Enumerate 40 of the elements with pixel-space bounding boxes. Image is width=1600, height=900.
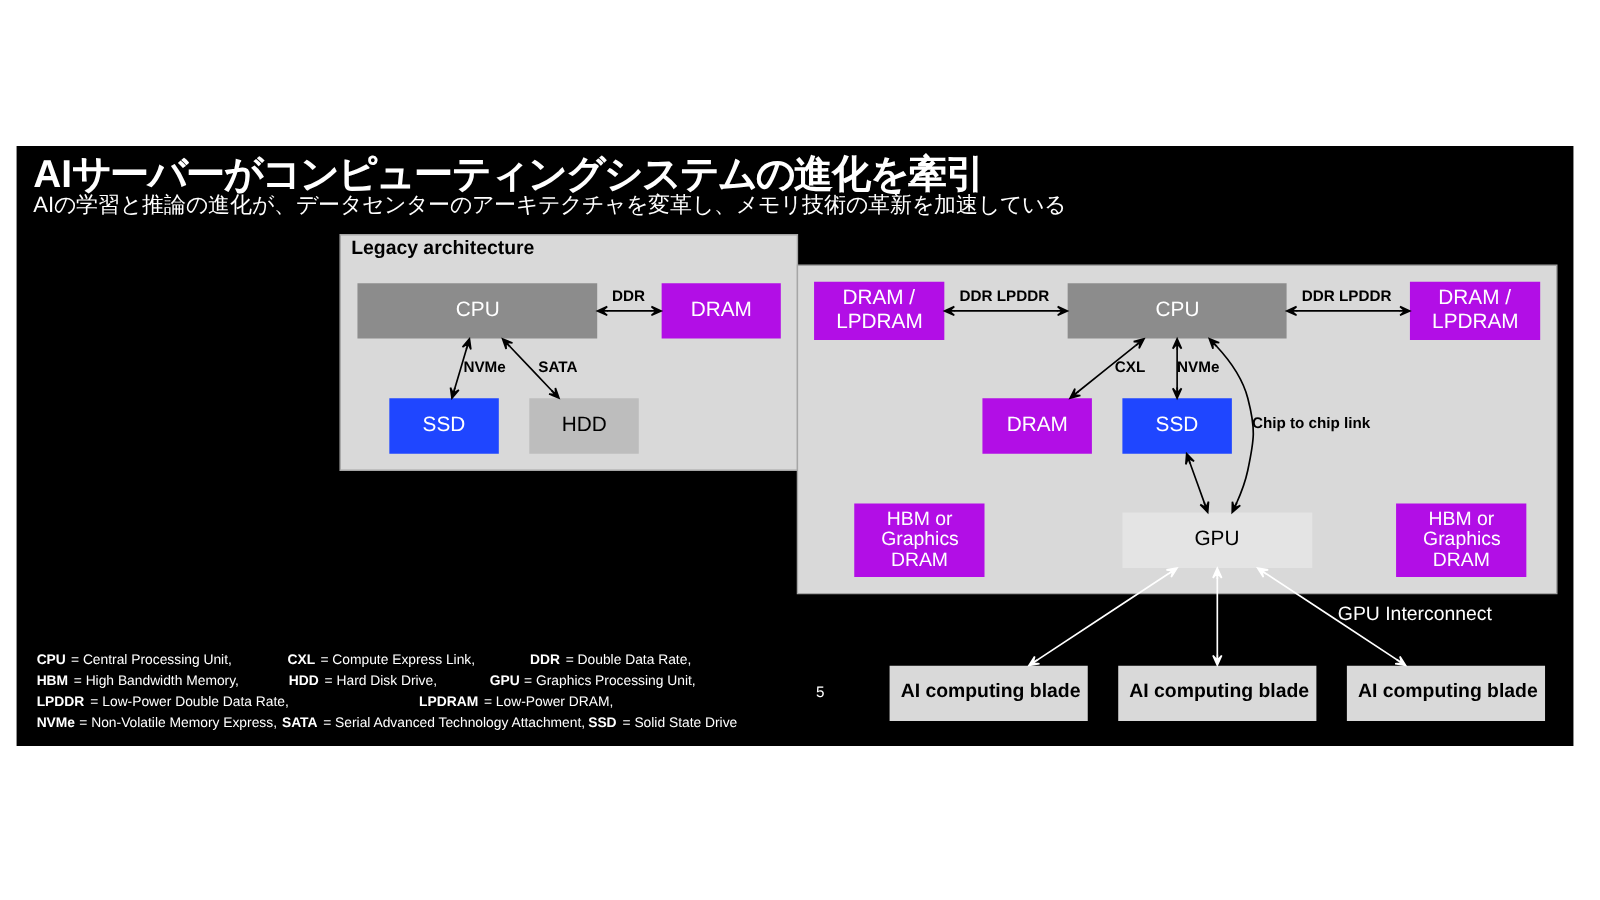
arrow bbox=[449, 337, 472, 398]
node-box: HDD bbox=[529, 397, 639, 453]
arrow bbox=[943, 304, 1069, 316]
node-box: AI computing blade bbox=[1346, 664, 1546, 721]
arrow bbox=[1256, 566, 1407, 666]
edge-label: SATA bbox=[538, 356, 578, 375]
edge-label: DDR LPDDR bbox=[959, 285, 1050, 304]
edge-label: NVMe bbox=[1177, 356, 1220, 375]
arrow bbox=[1208, 336, 1255, 513]
diagram-title: AIサーバーがコンピューティングシステムの進化を牽引 bbox=[33, 151, 984, 196]
node-box: HBM or Graphics DRAM bbox=[1396, 502, 1527, 576]
edge-label: DDR LPDDR bbox=[1301, 285, 1392, 304]
edge-label: GPU Interconnect bbox=[1337, 603, 1492, 626]
node-box: AI computing blade bbox=[1118, 664, 1317, 721]
edge-label: Chip to chip link bbox=[1251, 413, 1371, 432]
caption: AIの学習と推論の進化が、データセンターのアーキテクチャを変革し、メモリ技術の革新を加速している bbox=[33, 193, 1067, 218]
node-box: SSD bbox=[389, 397, 499, 453]
node-box: DRAM bbox=[661, 282, 781, 338]
arrow bbox=[1212, 566, 1223, 666]
node-box: DRAM bbox=[982, 397, 1092, 453]
node-box: HBM or Graphics DRAM bbox=[854, 502, 985, 576]
arrow bbox=[501, 337, 560, 398]
arrow bbox=[1069, 337, 1145, 398]
node-box: AI computing blade bbox=[889, 664, 1088, 721]
node-box: CPU bbox=[1067, 282, 1287, 338]
edge-label: NVMe bbox=[463, 356, 506, 375]
node-box: DRAM / LPDRAM bbox=[1409, 280, 1541, 339]
node-box: SSD bbox=[1122, 397, 1232, 453]
label: 5 bbox=[816, 682, 825, 701]
node-box: CPU bbox=[357, 282, 598, 338]
cluster bbox=[796, 263, 1558, 594]
node-box: GPU bbox=[1122, 511, 1313, 567]
arrow bbox=[1185, 451, 1210, 513]
node-box: DRAM / LPDRAM bbox=[814, 280, 945, 339]
arrow bbox=[1028, 566, 1178, 666]
arrow bbox=[1285, 304, 1411, 316]
arrow bbox=[1171, 337, 1183, 398]
edge-label: DDR bbox=[612, 285, 646, 304]
edge-label: CXL bbox=[1114, 356, 1146, 375]
arrow bbox=[596, 304, 662, 316]
